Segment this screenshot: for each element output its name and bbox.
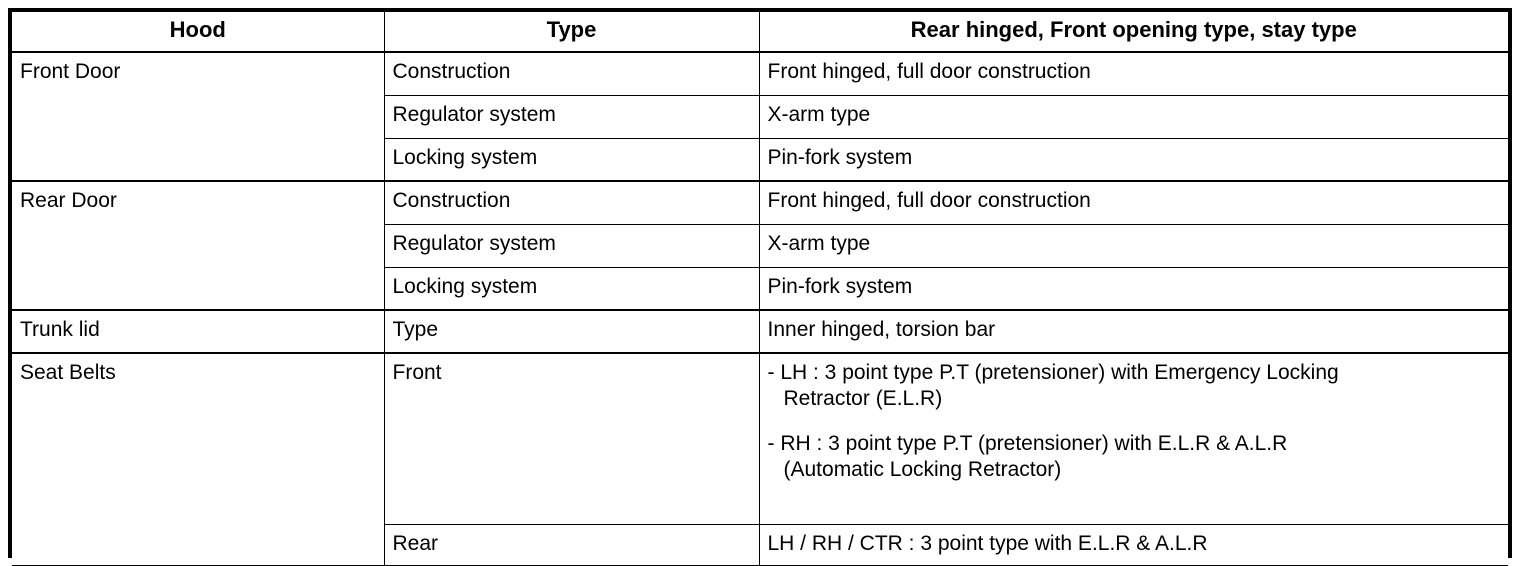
seatbelt-lh-line: - LH : 3 point type P.T (pretensioner) w… (767, 361, 1339, 384)
type-cell: Locking system (384, 266, 760, 311)
type-cell: Locking system (384, 137, 760, 182)
group-label-front-door: Front Door (12, 51, 385, 182)
table-row: Locking system Pin-fork system (12, 137, 1508, 182)
type-cell: Rear (384, 523, 760, 566)
seatbelt-rh-line-cont: (Automatic Locking Retractor) (783, 457, 1062, 481)
value-cell: X-arm type (758, 94, 1508, 139)
table-row: Front Door Construction Front hinged, fu… (12, 51, 1508, 182)
table-row: Rear LH / RH / CTR : 3 point type with E… (12, 523, 1508, 566)
value-cell: Pin-fork system (758, 137, 1508, 182)
spec-grid: Hood Type Rear hinged, Front opening typ… (12, 12, 1508, 566)
table-row: Seat Belts Front - LH : 3 point type P.T… (12, 352, 1508, 566)
header-cell-hood: Hood (12, 12, 385, 53)
group-label-trunk-lid: Trunk lid (12, 309, 385, 354)
header-cell-type: Type (383, 12, 760, 53)
header-cell-description: Rear hinged, Front opening type, stay ty… (758, 12, 1508, 53)
type-cell: Construction (383, 180, 760, 225)
group-label-rear-door: Rear Door (12, 180, 385, 311)
seatbelt-lh-line-cont: Retractor (E.L.R) (783, 386, 943, 410)
table-row: Locking system Pin-fork system (12, 266, 1508, 311)
value-cell: Pin-fork system (758, 266, 1508, 311)
value-cell: LH / RH / CTR : 3 point type with E.L.R … (758, 523, 1508, 566)
table-row: Trunk lid Type Inner hinged, torsion bar (12, 309, 1508, 354)
table-row: Rear Door Construction Front hinged, ful… (12, 180, 1508, 311)
type-cell: Regulator system (384, 94, 760, 139)
type-cell: Regulator system (384, 223, 760, 268)
group-label-seat-belts: Seat Belts (12, 352, 385, 566)
type-cell: Type (383, 309, 760, 354)
specification-table: Hood Type Rear hinged, Front opening typ… (8, 8, 1512, 566)
type-cell: Front (383, 352, 760, 525)
table-row: Regulator system X-arm type (12, 94, 1508, 139)
value-cell-front-seatbelt: - LH : 3 point type P.T (pretensioner) w… (758, 352, 1508, 525)
value-cell: Front hinged, full door construction (758, 180, 1508, 225)
seatbelt-front-lines: - LH : 3 point type P.T (pretensioner) w… (768, 360, 1501, 482)
type-cell: Construction (383, 51, 760, 96)
seatbelt-rh-line: - RH : 3 point type P.T (pretensioner) w… (767, 432, 1288, 456)
seatbelt-spacer (768, 411, 1501, 431)
value-cell: Inner hinged, torsion bar (758, 309, 1508, 354)
table-header-row: Hood Type Rear hinged, Front opening typ… (12, 12, 1508, 53)
value-cell: Front hinged, full door construction (758, 51, 1508, 96)
value-cell: X-arm type (758, 223, 1508, 268)
